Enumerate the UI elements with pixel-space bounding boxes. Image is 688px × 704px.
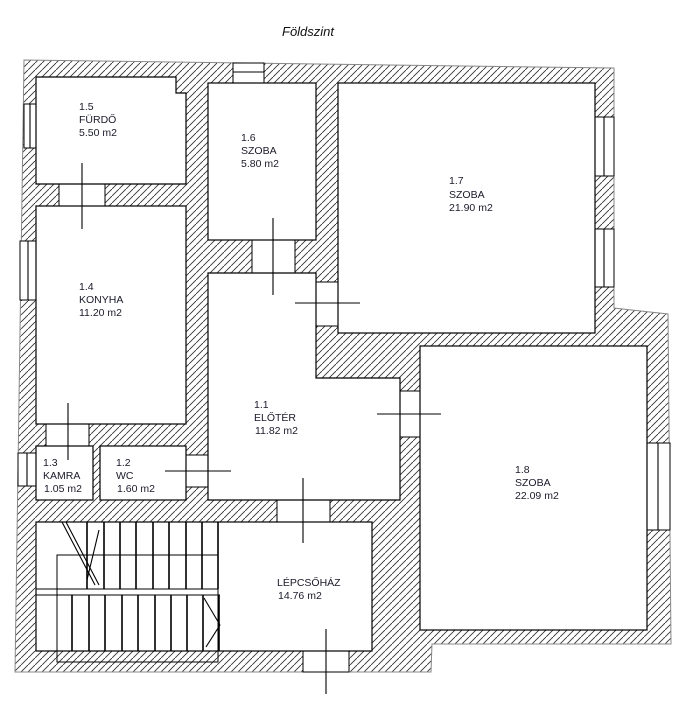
room-number: 1.5 <box>79 101 94 113</box>
door-markers <box>67 163 441 694</box>
room-label-szoba-1-7: 1.7 SZOBA 21.90 m2 <box>449 175 493 214</box>
room-label-furdo: 1.5 FÜRDŐ 5.50 m2 <box>79 101 117 139</box>
room-label-szoba-1-8: 1.8 SZOBA 22.09 m2 <box>515 464 559 502</box>
room-area: 11.20 m2 <box>79 307 122 319</box>
room-label-wc: 1.2 WC 1.60 m2 <box>116 457 155 495</box>
room-area: 1.60 m2 <box>117 483 155 495</box>
room-wc <box>99 445 187 501</box>
windows <box>17 103 671 531</box>
floor-title: Földszint <box>282 24 335 39</box>
room-name: SZOBA <box>449 189 485 201</box>
room-area: 21.90 m2 <box>449 202 493 214</box>
room-number: 1.1 <box>254 399 269 411</box>
room-area: 5.50 m2 <box>79 127 117 139</box>
room-number: 1.4 <box>79 281 94 293</box>
room-label-lepcsohaz: LÉPCSŐHÁZ 14.76 m2 <box>277 575 341 602</box>
door-openings <box>45 62 421 673</box>
room-name: LÉPCSŐHÁZ <box>277 575 341 589</box>
room-number: 1.3 <box>43 457 58 469</box>
room-label-eloter: 1.1 ELŐTÉR 11.82 m2 <box>254 399 298 437</box>
room-name: SZOBA <box>241 145 277 157</box>
room-lepcsohaz <box>35 521 373 652</box>
room-area: 1.05 m2 <box>44 483 82 495</box>
room-area: 14.76 m2 <box>278 590 322 602</box>
room-szoba-1-8 <box>419 345 648 631</box>
room-number: 1.6 <box>241 132 256 144</box>
room-kamra <box>35 445 94 501</box>
room-furdo <box>35 76 187 185</box>
room-name: SZOBA <box>515 477 551 489</box>
room-konyha <box>35 205 187 425</box>
room-area: 5.80 m2 <box>241 158 279 170</box>
room-area: 11.82 m2 <box>255 425 298 437</box>
room-name: FÜRDŐ <box>79 112 116 126</box>
room-name: WC <box>116 470 134 482</box>
room-label-konyha: 1.4 KONYHA 11.20 m2 <box>79 281 123 319</box>
room-number: 1.8 <box>515 464 530 476</box>
room-number: 1.2 <box>116 457 131 469</box>
room-eloter <box>207 272 401 501</box>
staircase <box>36 521 221 663</box>
room-name: ELŐTÉR <box>254 410 296 424</box>
room-label-kamra: 1.3 KAMRA 1.05 m2 <box>43 457 82 495</box>
room-label-szoba-1-6: 1.6 SZOBA 5.80 m2 <box>241 132 279 170</box>
room-szoba-1-6 <box>207 82 317 241</box>
room-szoba-1-7 <box>337 82 596 334</box>
room-name: KAMRA <box>43 470 80 482</box>
room-area: 22.09 m2 <box>515 490 559 502</box>
room-number: 1.7 <box>449 175 464 187</box>
room-name: KONYHA <box>79 294 123 306</box>
